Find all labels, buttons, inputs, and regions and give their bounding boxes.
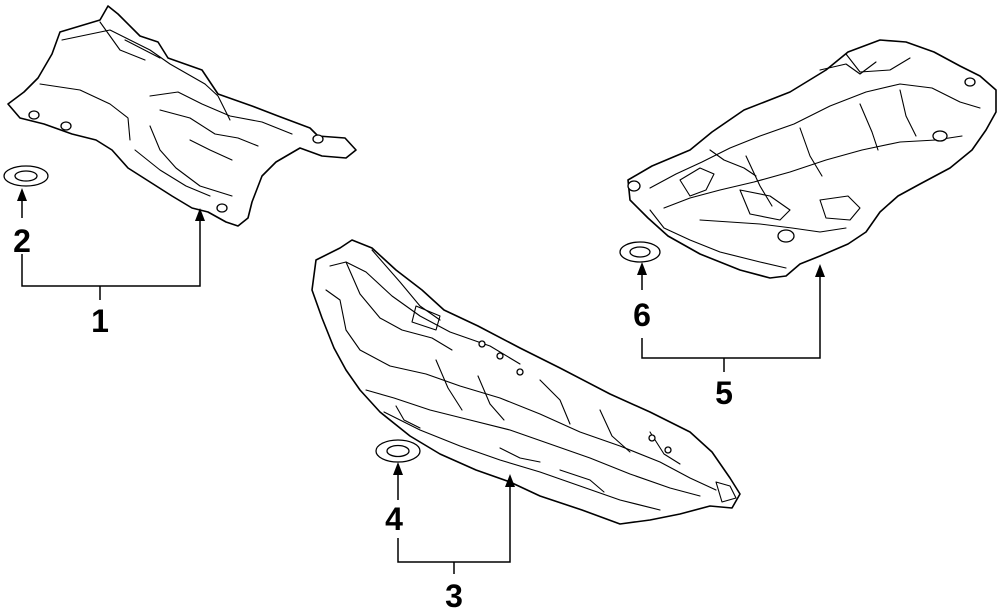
heat-shield-part-1[interactable] xyxy=(7,5,357,227)
washer-part-4[interactable] xyxy=(375,439,421,463)
callout-2: 2 xyxy=(13,223,31,259)
callout-6: 6 xyxy=(633,297,651,333)
washer-part-2[interactable] xyxy=(3,165,49,187)
callout-1: 1 xyxy=(91,303,109,339)
callout-4: 4 xyxy=(385,501,403,537)
leader-group-3 xyxy=(393,462,515,574)
heat-shield-part-3[interactable] xyxy=(311,239,741,525)
callout-5: 5 xyxy=(715,375,733,411)
washer-part-6[interactable] xyxy=(619,241,661,263)
leader-group-5 xyxy=(637,262,825,372)
callout-3: 3 xyxy=(445,578,463,612)
heat-shield-part-5[interactable] xyxy=(627,39,997,279)
leader-group-1 xyxy=(17,188,205,300)
